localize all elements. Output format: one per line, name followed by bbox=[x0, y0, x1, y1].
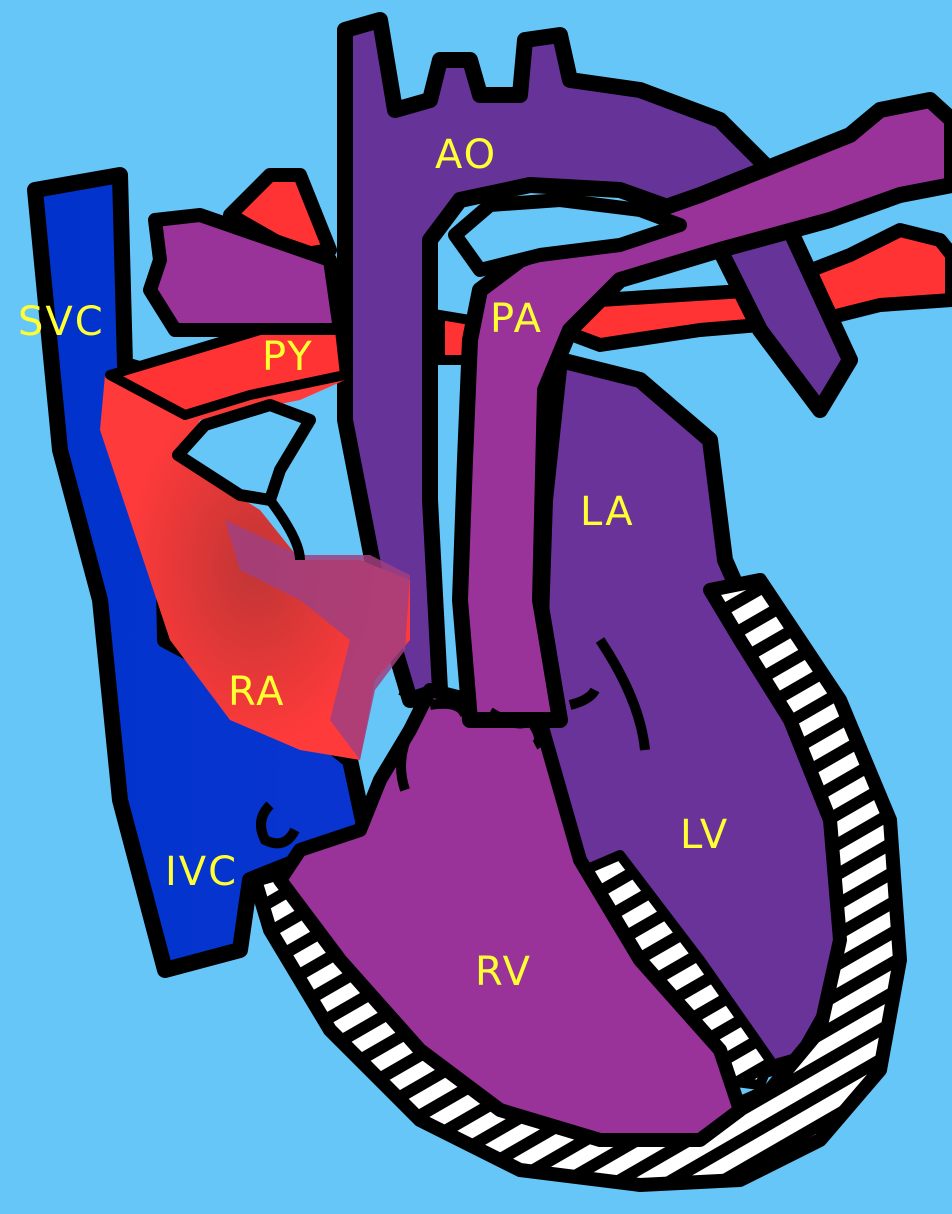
label-la: LA bbox=[580, 489, 635, 535]
label-pa: PA bbox=[490, 296, 543, 342]
label-ao: AO bbox=[435, 132, 497, 178]
label-ivc: IVC bbox=[165, 849, 238, 895]
label-lv: LV bbox=[680, 812, 729, 858]
label-py: PY bbox=[262, 334, 314, 380]
label-svc: SVC bbox=[18, 299, 105, 345]
label-ra: RA bbox=[228, 669, 286, 715]
label-rv: RV bbox=[475, 949, 532, 995]
